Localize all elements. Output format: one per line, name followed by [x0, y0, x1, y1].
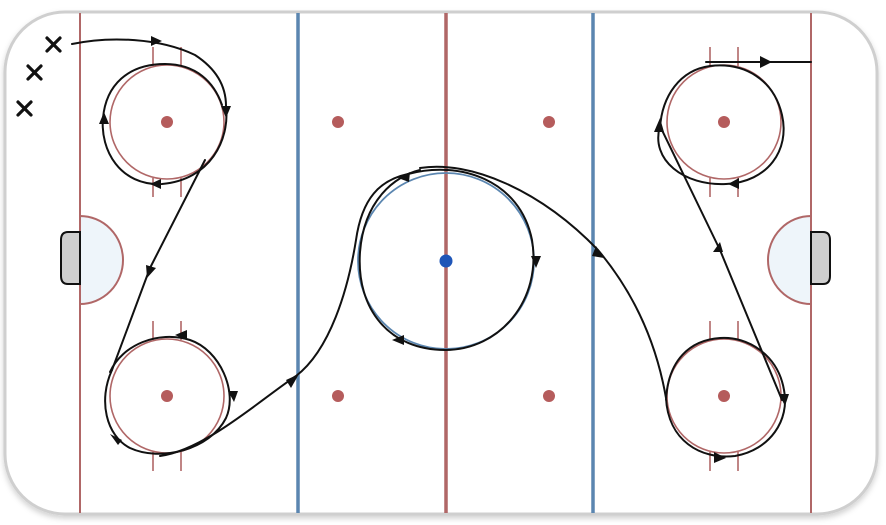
players — [16, 36, 62, 117]
arrow-10 — [398, 172, 410, 182]
right-goal-crease — [767, 214, 812, 306]
arrow-7 — [228, 391, 238, 402]
arrow-15 — [779, 394, 789, 406]
arrow-6 — [175, 330, 187, 340]
arrow-17 — [654, 118, 664, 132]
left-net — [60, 231, 81, 285]
arrow-18 — [728, 178, 739, 189]
faceoff-dot-bottom-left — [161, 390, 173, 402]
neutral-dot-top-right — [543, 116, 555, 128]
faceoff-dot-top-right — [718, 116, 730, 128]
arrow-8 — [110, 434, 122, 445]
faceoff-dot-bottom-right — [718, 390, 730, 402]
arrow-19 — [760, 56, 772, 68]
player-x-3 — [16, 100, 33, 117]
arrow-11 — [531, 256, 541, 268]
arrow-16 — [713, 242, 723, 252]
arrow-3 — [150, 179, 161, 189]
center-faceoff-dot — [439, 254, 453, 268]
player-x-2 — [26, 64, 43, 81]
player-x-1 — [45, 36, 62, 53]
neutral-dot-bottom-left — [332, 390, 344, 402]
arrow-9 — [286, 374, 299, 388]
arrow-12 — [392, 335, 404, 345]
neutral-dot-top-left — [332, 116, 344, 128]
arrow-4 — [99, 112, 109, 124]
neutral-dot-bottom-right — [543, 390, 555, 402]
right-net — [810, 231, 831, 285]
path-arrows — [99, 36, 789, 463]
arrow-14 — [714, 452, 726, 463]
arrow-1 — [151, 36, 162, 46]
arrow-5 — [146, 265, 156, 278]
left-goal-crease — [79, 214, 124, 306]
faceoff-dot-top-left — [161, 116, 173, 128]
arrow-2 — [221, 106, 231, 118]
arrow-13 — [592, 246, 604, 258]
